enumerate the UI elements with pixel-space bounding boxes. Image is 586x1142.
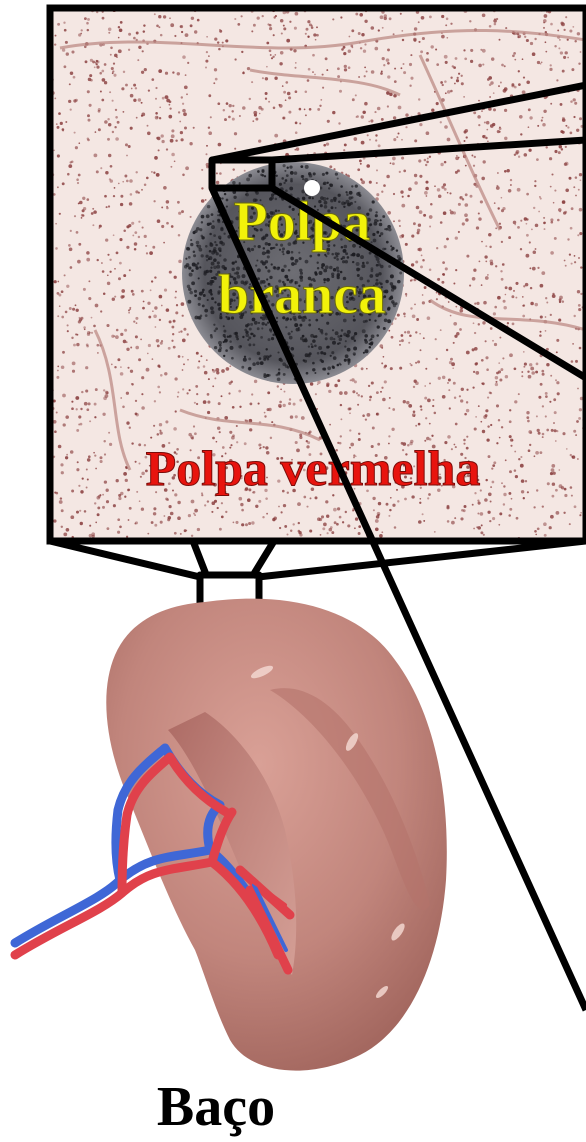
- spleen-illustration: [15, 599, 447, 1071]
- organ-label: Baço: [157, 1076, 275, 1138]
- red-pulp-label: Polpa vermelha: [146, 440, 481, 496]
- white-pulp-label-line2: branca: [218, 264, 386, 326]
- white-pulp-label-line1: Polpa: [234, 191, 371, 253]
